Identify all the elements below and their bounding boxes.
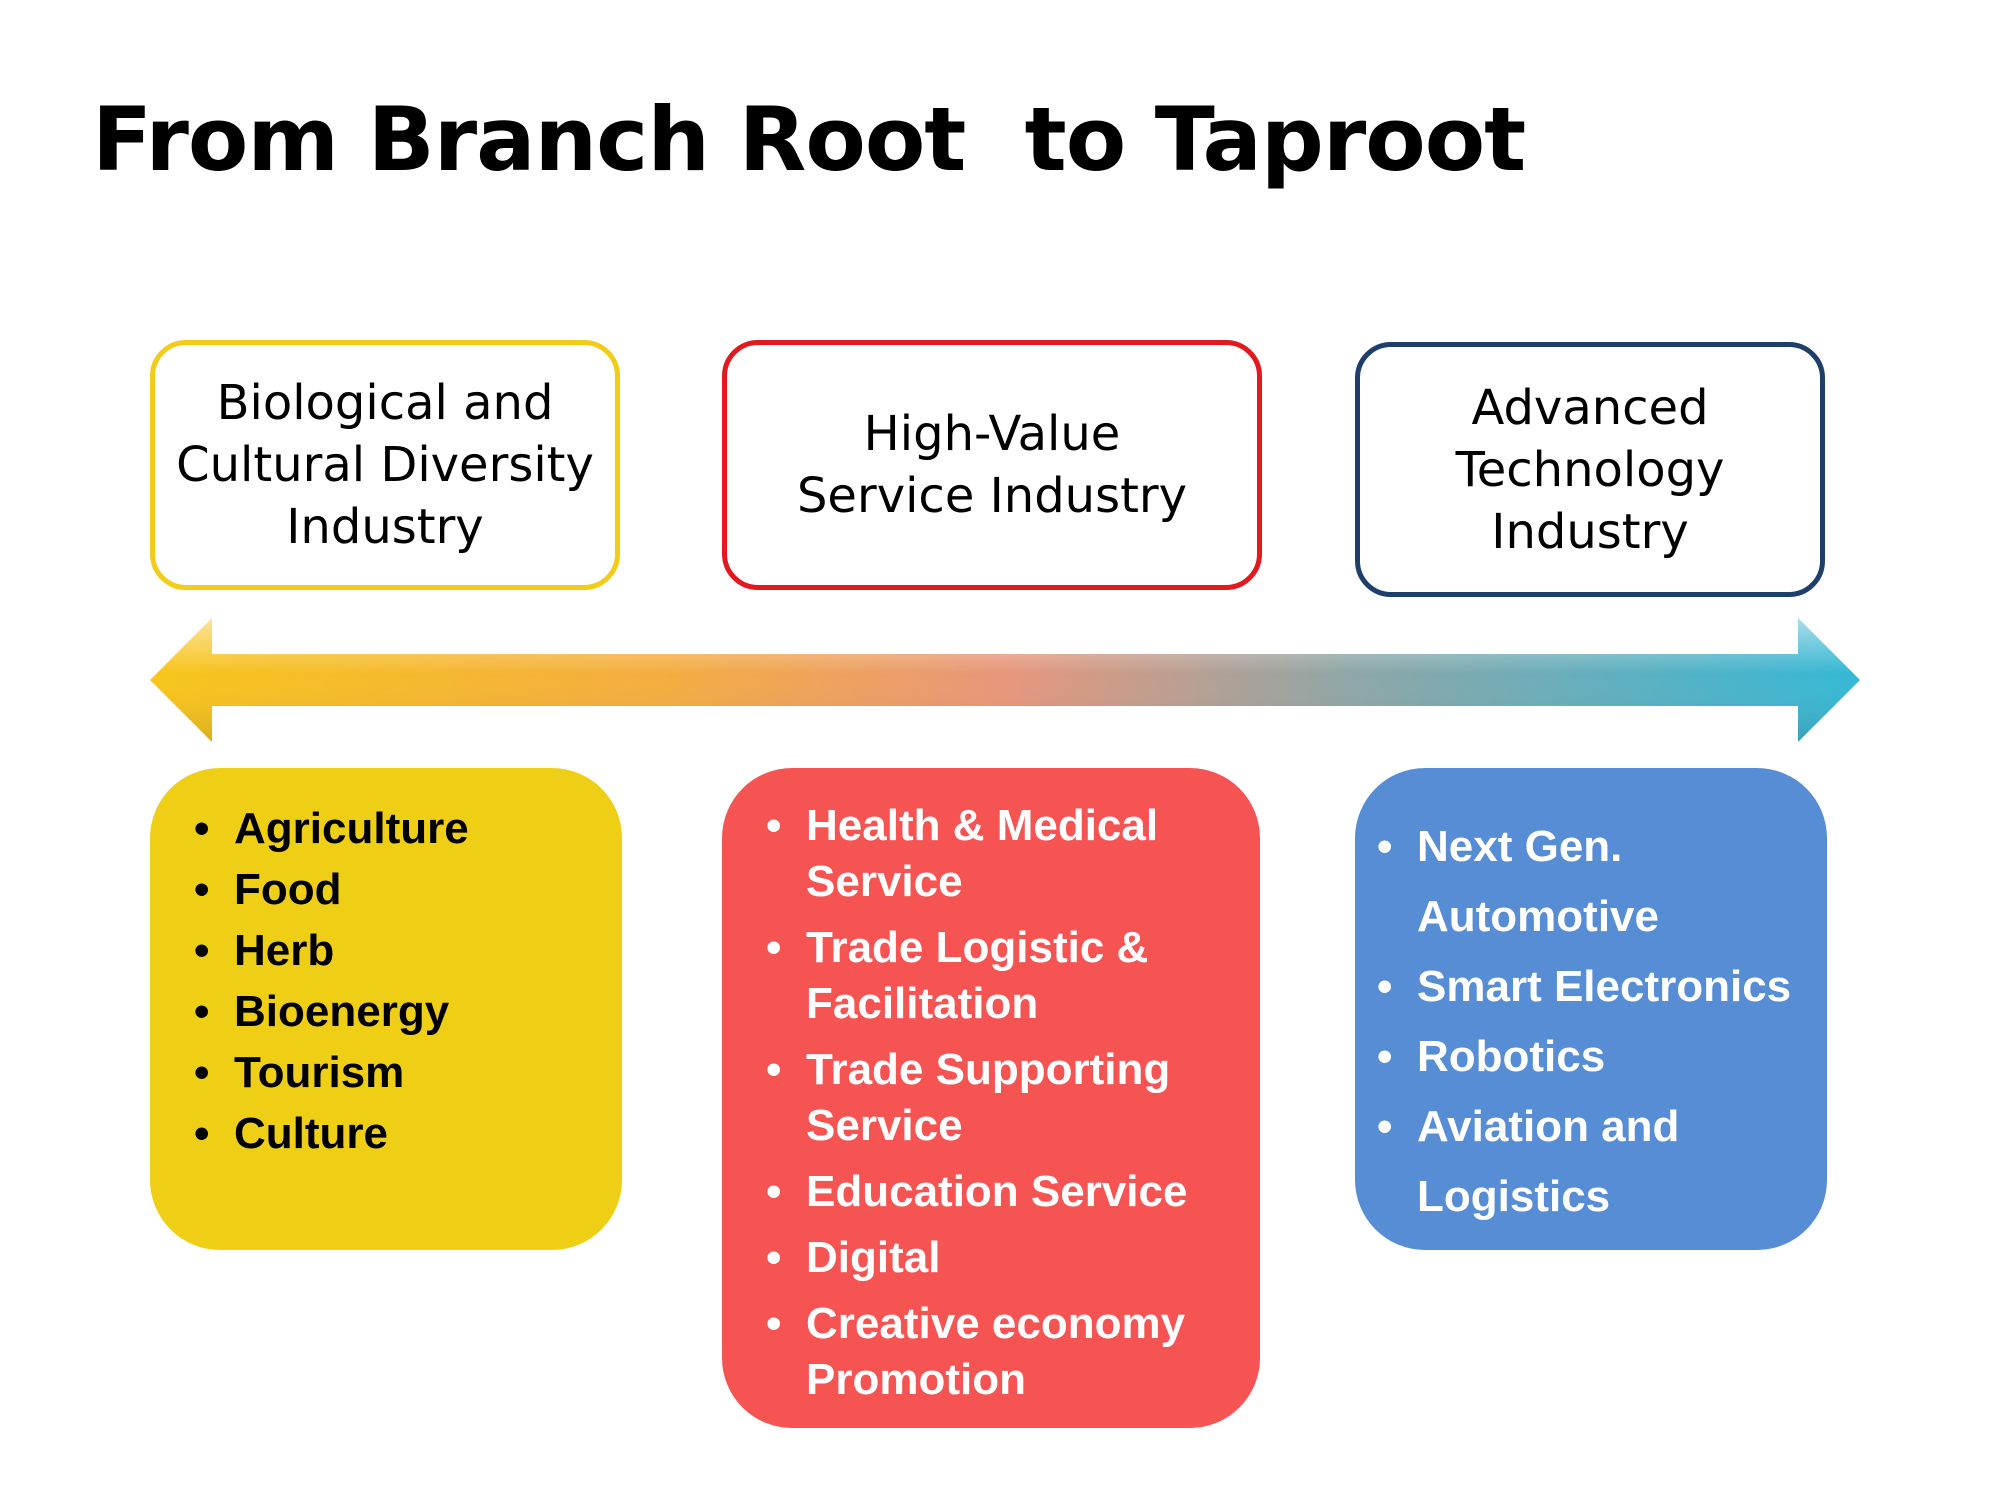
list-item: • Education Service: [766, 1164, 1260, 1220]
list-item-label: Robotics: [1417, 1032, 1606, 1081]
list-item-label: Bioenergy: [234, 987, 450, 1036]
list-item-label: Health & Medical Service: [806, 801, 1159, 906]
bullet-icon: •: [194, 804, 210, 853]
list-item: • Tourism: [194, 1042, 622, 1103]
card-technology: •Next Gen. Automotive•Smart Electronics•…: [1355, 768, 1827, 1250]
bullet-icon: •: [766, 1233, 782, 1282]
bullet-icon: •: [766, 1167, 782, 1216]
list-item: • Trade Logistic & Facilitation: [766, 920, 1260, 1032]
list-item: • Bioenergy: [194, 981, 622, 1042]
bullet-icon: •: [766, 1299, 782, 1348]
list-item-label: Trade Supporting Service: [806, 1045, 1171, 1150]
list-item-label: Agriculture: [234, 804, 469, 853]
double-headed-gradient-arrow-icon: [150, 618, 1860, 742]
bullet-icon: •: [194, 1109, 210, 1158]
bullet-icon: •: [766, 1045, 782, 1094]
list-item: • Robotics: [1377, 1022, 1827, 1092]
list-technology: •Next Gen. Automotive•Smart Electronics•…: [1377, 812, 1827, 1232]
bullet-icon: •: [194, 1048, 210, 1097]
list-item-label: Digital: [806, 1233, 941, 1282]
list-item-label: Trade Logistic & Facilitation: [806, 923, 1149, 1028]
list-item-label: Herb: [234, 926, 335, 975]
list-item-label: Food: [234, 865, 342, 914]
list-item: • Smart Electronics: [1377, 952, 1827, 1022]
list-item-label: Smart Electronics: [1417, 962, 1792, 1011]
list-item: • Aviation and Logistics: [1377, 1092, 1827, 1232]
list-item: • Agriculture: [194, 798, 622, 859]
list-item: • Trade Supporting Service: [766, 1042, 1260, 1154]
list-item: • Digital: [766, 1230, 1260, 1286]
bullet-icon: •: [1377, 1102, 1393, 1151]
bullet-icon: •: [1377, 1032, 1393, 1081]
list-biological: • Agriculture • Food • Herb • Bioenergy • Tourism…: [194, 798, 622, 1164]
list-item-label: Culture: [234, 1109, 388, 1158]
list-item: • Health & Medical Service: [766, 798, 1260, 910]
list-service: • Health & Medical Service • Trade Logistic…: [766, 798, 1260, 1408]
list-item-label: Education Service: [806, 1167, 1188, 1216]
card-biological: • Agriculture • Food • Herb • Bioenergy • Tourism…: [150, 768, 622, 1250]
list-item: • Creative economy Promotion: [766, 1296, 1260, 1408]
slide-title: From Branch Root to Taproot: [92, 88, 1526, 191]
bullet-icon: •: [194, 926, 210, 975]
bullet-icon: •: [766, 923, 782, 972]
list-item: • Food: [194, 859, 622, 920]
bullet-icon: •: [766, 801, 782, 850]
list-item: • Next Gen. Automotive: [1377, 812, 1827, 952]
list-item: • Herb: [194, 920, 622, 981]
bullet-icon: •: [1377, 822, 1393, 871]
bullet-icon: •: [194, 987, 210, 1036]
list-item-label: Aviation and Logistics: [1417, 1102, 1680, 1221]
list-item-label: Next Gen. Automotive: [1417, 822, 1659, 941]
bullet-icon: •: [194, 865, 210, 914]
list-item-label: Creative economy Promotion: [806, 1299, 1186, 1404]
card-service: • Health & Medical Service • Trade Logistic…: [722, 768, 1260, 1428]
list-item: • Culture: [194, 1103, 622, 1164]
bullet-icon: •: [1377, 962, 1393, 1011]
list-item-label: Tourism: [234, 1048, 405, 1097]
